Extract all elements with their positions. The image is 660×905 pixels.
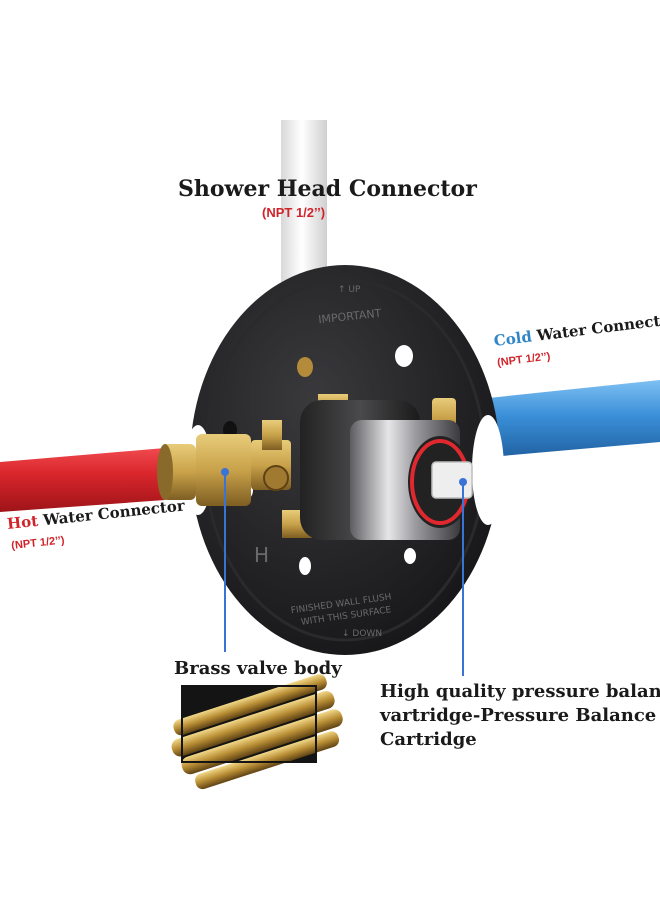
- brass-body-title: Brass valve body: [174, 658, 342, 679]
- shower-head-title: Shower Head Connector: [178, 176, 477, 202]
- hot-water-pipe: [0, 448, 165, 512]
- mount-hole-icon: [404, 548, 416, 564]
- cartridge-description: High quality pressure balance vartridge-…: [380, 680, 660, 752]
- cartridge-line-2: vartridge-Pressure Balance: [380, 705, 657, 726]
- cold-water-pipe: [450, 380, 660, 460]
- plate-h-mark: H: [254, 543, 269, 567]
- cartridge-line-1: High quality pressure balance: [380, 681, 660, 702]
- mount-hole-icon: [395, 345, 413, 367]
- mount-hole-icon: [299, 557, 311, 575]
- brass-thumbnail: [171, 674, 343, 790]
- callout-lines: [221, 468, 467, 676]
- valve-body: [300, 400, 473, 540]
- plate-down-text: ↓ DOWN: [342, 629, 382, 639]
- shower-head-spec: (NPT 1/2’’): [262, 205, 326, 220]
- hot-keyword: Hot: [6, 511, 39, 533]
- cartridge-line-3: Cartridge: [380, 729, 477, 750]
- plate-up-text: ↑ UP: [338, 285, 361, 295]
